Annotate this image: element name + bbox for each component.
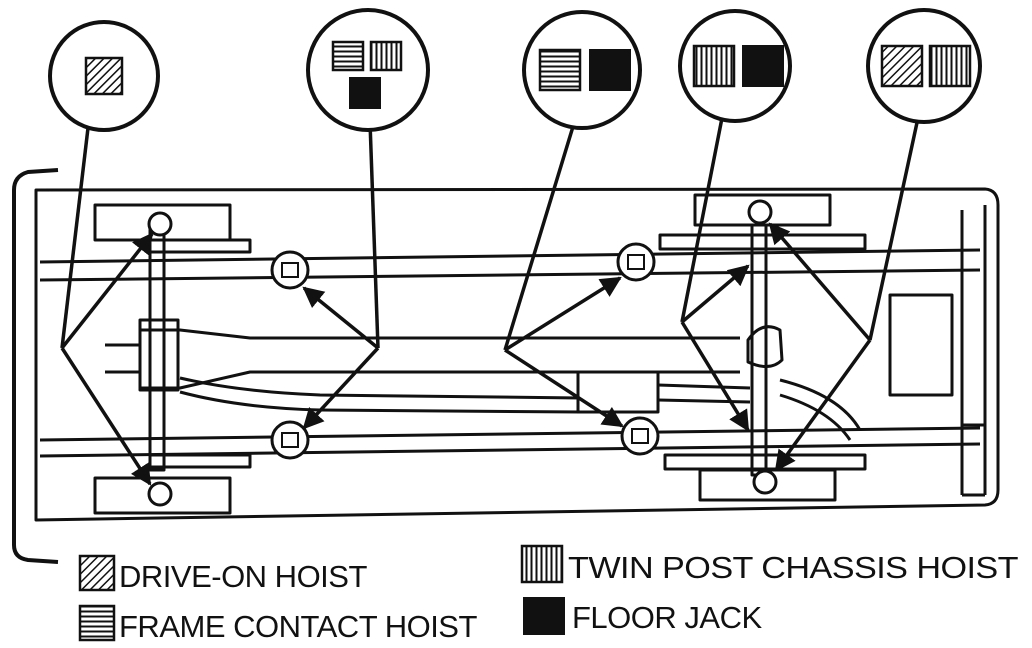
twin-post-symbol bbox=[692, 44, 736, 88]
legend-drive-on-label: DRIVE-ON HOIST bbox=[119, 559, 367, 594]
floor-jack-symbol bbox=[589, 49, 631, 91]
drive-on-swatch bbox=[78, 554, 116, 592]
lift-point-front-upper bbox=[147, 211, 173, 237]
front-axle bbox=[148, 228, 166, 472]
callout-rear-frame bbox=[522, 10, 642, 130]
frame-contact-swatch bbox=[78, 604, 116, 642]
floor-jack-symbol bbox=[742, 45, 784, 87]
legend-twin-post-label: TWIN POST CHASSIS HOIST bbox=[568, 550, 1019, 585]
legend-frame-contact: FRAME CONTACT HOIST bbox=[78, 604, 478, 644]
frame-point-front-upper bbox=[270, 250, 310, 290]
callout-front-axle bbox=[48, 20, 160, 132]
callout-leaders bbox=[60, 117, 920, 486]
driveshaft bbox=[105, 328, 740, 347]
floor-jack-symbol bbox=[349, 77, 381, 109]
frame-point-rear-lower bbox=[620, 416, 660, 456]
twin-post-symbol bbox=[369, 40, 403, 72]
lift-point-rear-lower bbox=[752, 469, 778, 495]
frame-rail-lower bbox=[39, 426, 981, 442]
drive-on-symbol bbox=[84, 56, 124, 96]
drive-on-symbol bbox=[880, 44, 924, 88]
legend: DRIVE-ON HOIST FRAME CONTACT HOIST TWIN … bbox=[78, 544, 1019, 644]
legend-floor-jack-label: FLOOR JACK bbox=[572, 600, 762, 635]
legend-floor-jack: FLOOR JACK bbox=[523, 597, 763, 635]
frame-contact-symbol bbox=[331, 40, 365, 72]
lift-points bbox=[147, 199, 778, 507]
frame-point-front-lower bbox=[270, 420, 310, 460]
twin-post-symbol bbox=[928, 44, 972, 88]
callout-rear-axle-jack bbox=[678, 9, 792, 123]
floor-jack-swatch bbox=[523, 597, 565, 635]
rear-axle bbox=[750, 223, 768, 477]
front-bumper bbox=[12, 168, 59, 564]
legend-drive-on: DRIVE-ON HOIST bbox=[78, 554, 368, 594]
body-outline bbox=[34, 187, 1000, 522]
frame-point-rear-upper bbox=[616, 242, 656, 282]
twin-post-swatch bbox=[520, 544, 564, 584]
callout-front-frame bbox=[306, 8, 430, 132]
legend-frame-contact-label: FRAME CONTACT HOIST bbox=[119, 609, 477, 644]
frame-contact-symbol bbox=[538, 48, 582, 92]
fuel-tank bbox=[888, 293, 954, 397]
legend-twin-post: TWIN POST CHASSIS HOIST bbox=[520, 544, 1019, 585]
frame-rail-upper bbox=[39, 248, 981, 264]
lift-point-front-lower bbox=[147, 481, 173, 507]
lift-point-rear-upper bbox=[747, 199, 773, 225]
callout-rear-axle-hoist bbox=[866, 8, 982, 124]
